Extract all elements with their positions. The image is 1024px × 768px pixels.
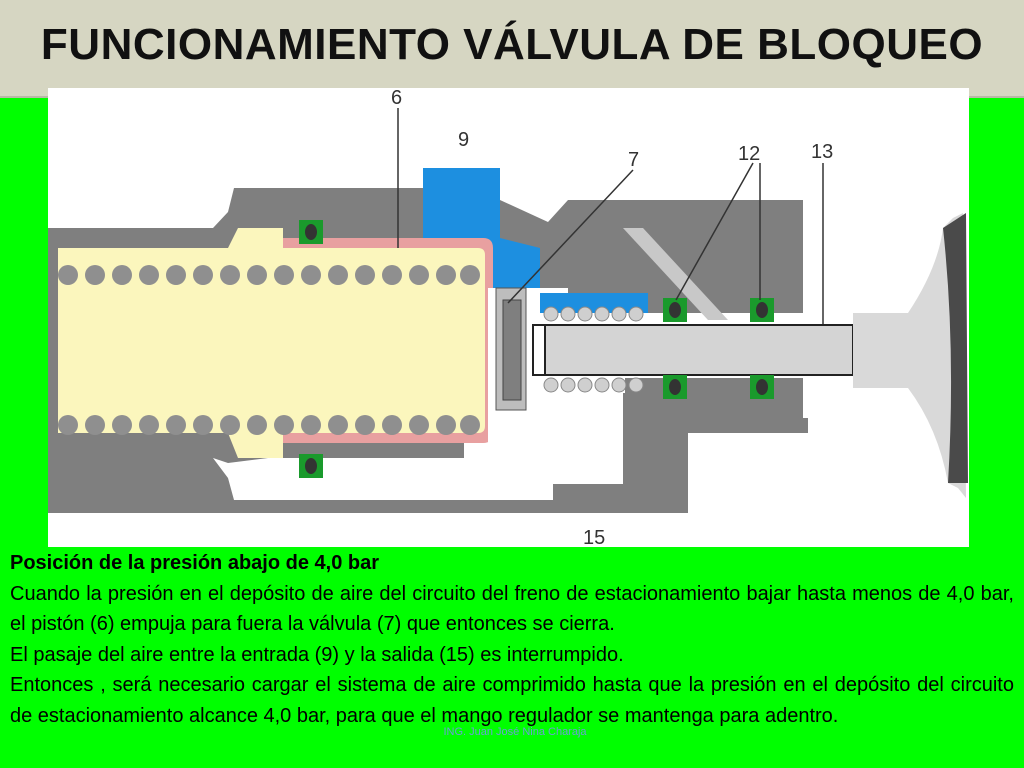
label-12: 12 [738, 143, 760, 165]
title-bar: FUNCIONAMIENTO VÁLVULA DE BLOQUEO [0, 0, 1024, 98]
o-rings [299, 220, 774, 478]
label-7: 7 [628, 149, 639, 171]
paragraph-2: El pasaje del aire entre la entrada (9) … [10, 643, 624, 666]
valve-housing-lower [48, 393, 688, 513]
section-heading: Posición de la presión abajo de 4,0 bar [10, 552, 380, 574]
label-6: 6 [391, 88, 402, 109]
handle-cap [943, 213, 968, 483]
valve-rod-end [532, 324, 546, 376]
paragraph-3: Entonces , será necesario cargar el sist… [10, 674, 1014, 727]
spring-top [58, 265, 480, 285]
paragraph-1: Cuando la presión en el depósito de aire… [10, 582, 1014, 636]
piston [58, 228, 485, 458]
handle-knob [853, 213, 966, 498]
diagonal-passage [623, 228, 728, 320]
label-13: 13 [811, 141, 833, 163]
label-9: 9 [458, 129, 469, 151]
valve-disk-inner [502, 299, 522, 401]
valve-housing-right-lower [625, 378, 808, 513]
rod-spring-bottom [543, 377, 644, 393]
valve-diagram: 6 9 7 12 13 15 [48, 88, 969, 547]
leader-lines [397, 108, 824, 324]
valve-rod [532, 324, 854, 376]
rod-spring-top [543, 306, 644, 322]
spring-bottom [58, 415, 480, 435]
author-footer: ING. Juan José Nina Charaja [443, 726, 587, 738]
label-15: 15 [583, 527, 605, 547]
explanation-text: Posición de la presión abajo de 4,0 bar … [10, 548, 1014, 731]
slide-title: FUNCIONAMIENTO VÁLVULA DE BLOQUEO [40, 20, 984, 69]
